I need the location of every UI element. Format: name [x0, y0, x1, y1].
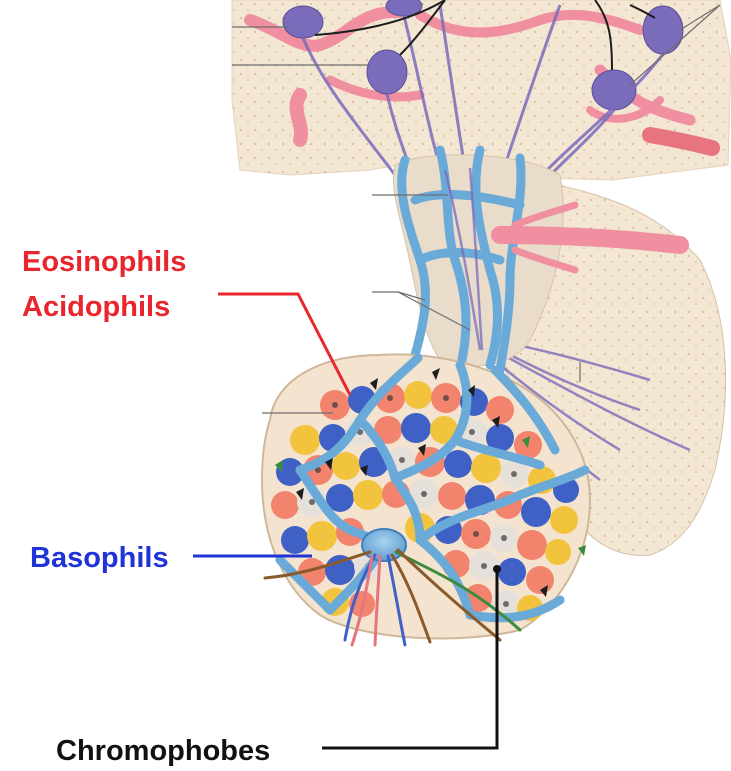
- central-vessel: [362, 529, 406, 561]
- basophils-label: Basophils: [30, 541, 169, 575]
- chromophobes-pointer-dot: [493, 565, 501, 573]
- chromophobes-label: Chromophobes: [56, 734, 270, 768]
- acidophils-label: Acidophils: [22, 290, 170, 324]
- eosinophils-label: Eosinophils: [22, 245, 186, 279]
